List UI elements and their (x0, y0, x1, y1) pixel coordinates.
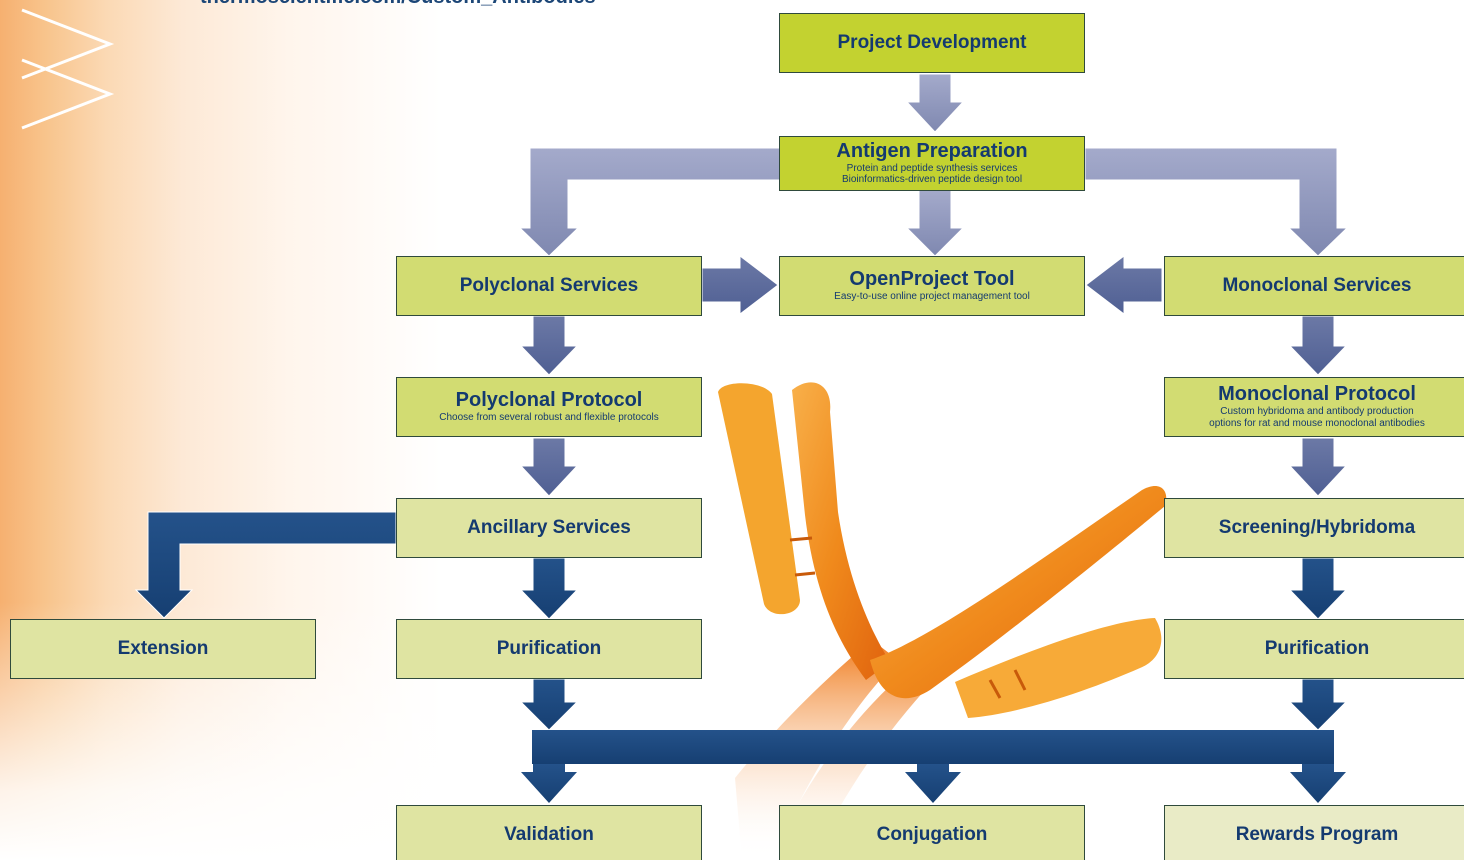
polyclonal-protocol-title: Polyclonal Protocol (455, 389, 643, 412)
monoclonal-protocol-line-1: Custom hybridoma and antibody production (1220, 406, 1414, 417)
ancillary-services-box: Ancillary Services (396, 498, 702, 558)
arrow-antigen-to-polyclonal (518, 147, 781, 257)
antigen-preparation-line-2: Bioinformatics-driven peptide design too… (841, 174, 1023, 186)
extension-title: Extension (117, 637, 209, 659)
screening-hybridoma-box: Screening/Hybridoma (1164, 498, 1464, 558)
purification-left-box: Purification (396, 619, 702, 679)
arrow-screening-to-purification (1288, 557, 1348, 620)
arrow-monoclonal-services-to-protocol (1288, 315, 1348, 376)
rewards-program-title: Rewards Program (1235, 823, 1399, 845)
screening-hybridoma-title: Screening/Hybridoma (1218, 516, 1416, 538)
antigen-preparation-box: Antigen Preparation Protein and peptide … (779, 136, 1085, 191)
arrow-ancillary-to-extension (134, 511, 397, 619)
arrow-purification-left-to-bar (519, 678, 579, 731)
polyclonal-protocol-box: Polyclonal Protocol Choose from several … (396, 377, 702, 437)
validation-box: Validation (396, 805, 702, 860)
polyclonal-services-box: Polyclonal Services (396, 256, 702, 316)
arrow-polyclonal-protocol-to-ancillary (519, 437, 579, 497)
openproject-tool-box: OpenProject Tool Easy-to-use online proj… (779, 256, 1085, 316)
monoclonal-protocol-line-2: options for rat and mouse monoclonal ant… (1209, 417, 1425, 429)
rewards-program-box: Rewards Program (1164, 805, 1464, 860)
project-development-title: Project Development (837, 31, 1027, 53)
arrow-antigen-to-monoclonal (1084, 147, 1349, 257)
extension-box: Extension (10, 619, 316, 679)
arrow-antigen-to-openproject (905, 189, 965, 257)
polyclonal-protocol-line-1: Choose from several robust and flexible … (439, 411, 659, 423)
arrow-monoclonal-protocol-to-screening (1288, 437, 1348, 497)
conjugation-title: Conjugation (876, 823, 988, 845)
arrow-bar-to-validation (521, 764, 577, 803)
arrow-bar-to-conjugation (905, 764, 961, 803)
bottom-connector-bar (532, 730, 1334, 764)
openproject-tool-title: OpenProject Tool (849, 268, 1015, 291)
purification-left-title: Purification (496, 637, 602, 659)
antigen-preparation-line-1: Protein and peptide synthesis services (846, 162, 1018, 174)
openproject-tool-line-1: Easy-to-use online project management to… (834, 290, 1030, 302)
ancillary-services-title: Ancillary Services (467, 516, 631, 538)
arrow-polyclonal-to-openproject (701, 254, 779, 316)
arrow-project-to-antigen (905, 73, 965, 133)
purification-right-title: Purification (1264, 637, 1370, 659)
arrow-polyclonal-services-to-protocol (519, 315, 579, 376)
monoclonal-protocol-title: Monoclonal Protocol (1218, 383, 1416, 406)
polyclonal-services-title: Polyclonal Services (459, 274, 639, 296)
monoclonal-services-box: Monoclonal Services (1164, 256, 1464, 316)
monoclonal-services-title: Monoclonal Services (1222, 274, 1412, 296)
arrow-purification-right-to-bar (1288, 678, 1348, 731)
project-development-box: Project Development (779, 13, 1085, 73)
conjugation-box: Conjugation (779, 805, 1085, 860)
arrow-bar-to-rewards (1290, 764, 1346, 803)
monoclonal-protocol-box: Monoclonal Protocol Custom hybridoma and… (1164, 377, 1464, 437)
validation-title: Validation (504, 823, 594, 845)
antigen-preparation-title: Antigen Preparation (836, 139, 1028, 162)
url-text[interactable]: thermoscientific.com/Custom_Antibodies (200, 0, 596, 9)
purification-right-box: Purification (1164, 619, 1464, 679)
arrow-ancillary-to-purification (519, 557, 579, 620)
chevron-decoration-icon (21, 8, 115, 130)
arrow-monoclonal-to-openproject (1085, 254, 1163, 316)
